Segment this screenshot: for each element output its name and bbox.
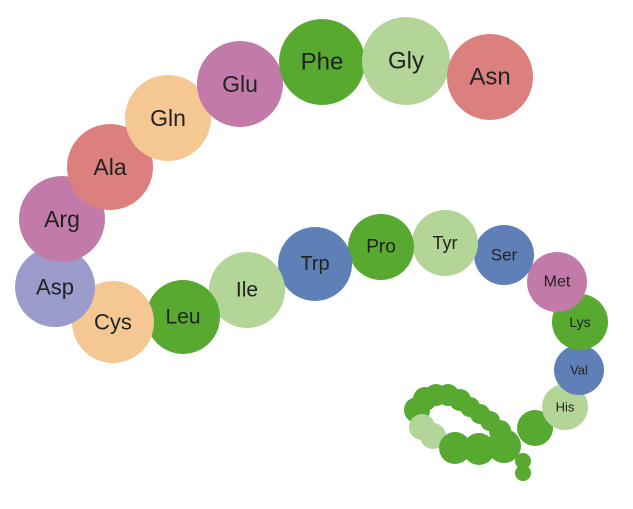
residue-circle	[146, 280, 220, 354]
residue-circle	[348, 214, 414, 280]
residue-trp: Trp	[278, 227, 352, 301]
tail-residue	[515, 453, 531, 469]
residue-circle	[278, 227, 352, 301]
residue-met: Met	[527, 252, 587, 312]
residue-label: His	[556, 400, 575, 415]
residue-cys: Cys	[72, 281, 154, 363]
residue-glu: Glu	[197, 41, 283, 127]
residue-label: Ile	[236, 279, 258, 302]
residue-circle	[125, 75, 211, 161]
tail-residue	[463, 433, 495, 465]
residue-label: Ser	[491, 246, 518, 265]
residue-circle	[412, 210, 478, 276]
residue-label: Tyr	[433, 233, 458, 253]
residue-label: Lys	[569, 314, 590, 330]
residue-ser: Ser	[474, 225, 534, 285]
residue-label: Leu	[165, 306, 200, 329]
residue-circle	[362, 17, 450, 105]
residue-val: Val	[554, 345, 604, 395]
residue-label: Trp	[300, 253, 329, 275]
residue-gly: Gly	[362, 17, 450, 105]
residue-circle	[447, 34, 533, 120]
residue-pro: Pro	[348, 214, 414, 280]
residue-label: Val	[570, 363, 588, 378]
residue-circle	[15, 247, 95, 327]
residue-circle	[542, 384, 588, 430]
residue-circle	[72, 281, 154, 363]
residue-asn: Asn	[447, 34, 533, 120]
tail-residue	[515, 465, 531, 481]
tail-residue	[487, 429, 521, 463]
residue-label: Cys	[94, 310, 132, 335]
residue-circle	[527, 252, 587, 312]
residue-circle	[474, 225, 534, 285]
residue-circle	[67, 124, 153, 210]
residue-circle	[209, 252, 285, 328]
residue-gln: Gln	[125, 75, 211, 161]
residue-circle	[554, 345, 604, 395]
residue-phe: Phe	[279, 19, 365, 105]
residue-label: Asp	[36, 275, 74, 300]
residue-leu: Leu	[146, 280, 220, 354]
tail-residue	[517, 410, 553, 446]
residue-circle	[197, 41, 283, 127]
residue-label: Phe	[301, 49, 344, 76]
residue-circle	[279, 19, 365, 105]
tail-residue	[420, 423, 446, 449]
residue-ala: Ala	[67, 124, 153, 210]
residue-label: Pro	[366, 237, 396, 258]
residue-label: Asn	[469, 64, 510, 91]
residue-ile: Ile	[209, 252, 285, 328]
residue-label: Gly	[388, 48, 424, 75]
residue-label: Gln	[150, 105, 186, 131]
residue-label: Glu	[222, 71, 258, 97]
residue-label: Ala	[93, 154, 126, 180]
residue-label: Met	[544, 274, 571, 291]
residue-tyr: Tyr	[412, 210, 478, 276]
residue-asp: Asp	[15, 247, 95, 327]
tail-residue	[439, 432, 471, 464]
residue-label: Arg	[44, 206, 80, 232]
residue-his: His	[542, 384, 588, 430]
